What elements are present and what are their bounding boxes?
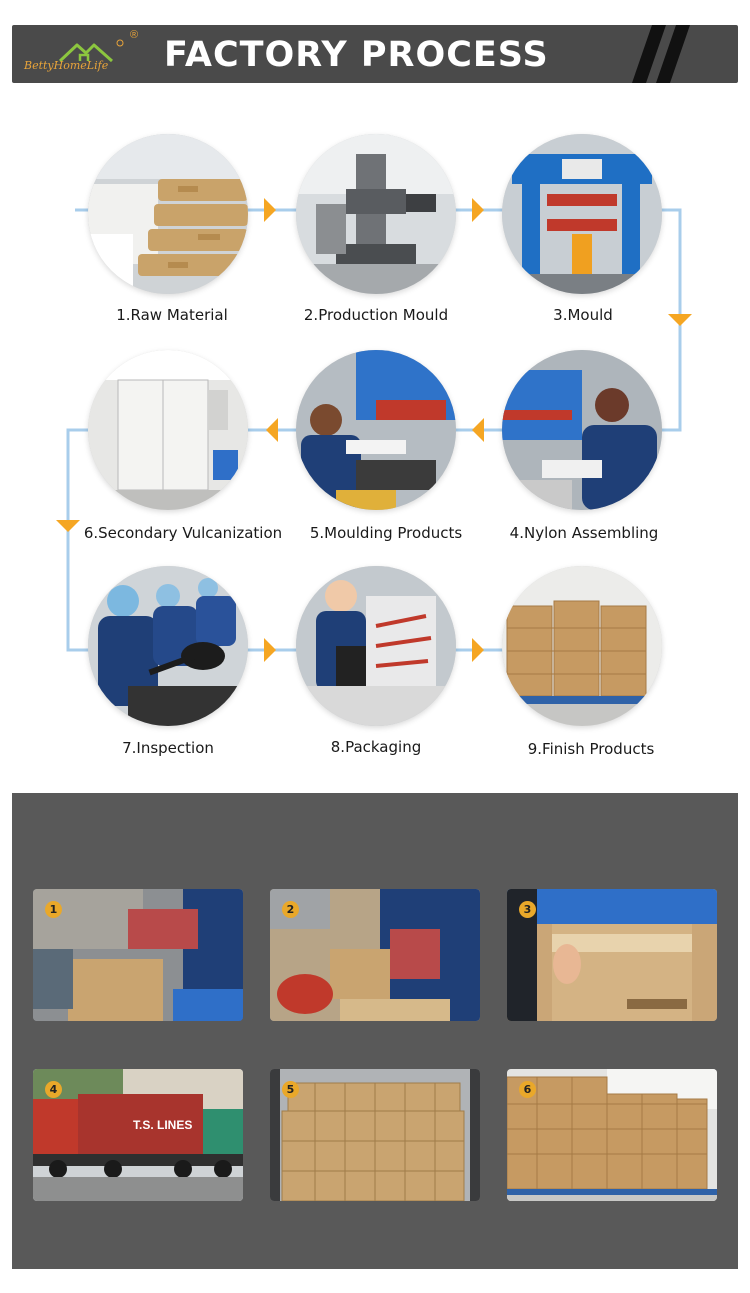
arrow-left-icon	[472, 418, 484, 442]
registered-mark: ®	[130, 29, 139, 41]
step-label: 6.Secondary Vulcanization	[83, 524, 283, 542]
step-2-photo	[296, 134, 456, 294]
step-label: 8.Packaging	[330, 738, 422, 756]
container-label: T.S. LINES	[133, 1118, 192, 1132]
arrow-left-icon	[266, 418, 278, 442]
arrow-right-icon	[264, 638, 276, 662]
step-label: 3.Mould	[553, 306, 613, 324]
arrow-right-icon	[472, 198, 484, 222]
packing-photos-panel: 1 2 3	[12, 793, 738, 1269]
factory-process-diagram: 1.Raw Material 2.Production Mould 3.Moul…	[0, 100, 750, 780]
step-label: 4.Nylon Assembling	[509, 524, 659, 542]
step-6-photo	[88, 350, 248, 510]
packing-photo-6: 6	[507, 1069, 717, 1201]
packing-photo-5: 5	[270, 1069, 480, 1201]
packing-photo-4: T.S. LINES 4	[33, 1069, 243, 1201]
step-8-photo	[296, 566, 456, 726]
arrow-down-icon	[56, 520, 80, 532]
arrow-down-icon	[668, 314, 692, 326]
step-label: 9.Finish Products	[527, 740, 655, 758]
brand-logo-text: BettyHomeLife	[24, 59, 109, 72]
step-label: 5.Moulding Products	[309, 524, 463, 542]
step-4-photo	[502, 350, 662, 510]
step-number-badge: 3	[519, 901, 536, 918]
step-7-photo	[88, 566, 248, 726]
step-label: 2.Production Mould	[303, 306, 449, 324]
decorative-stripes	[632, 25, 690, 83]
step-9-photo	[502, 566, 662, 726]
packing-photo-3: 3	[507, 889, 717, 1021]
step-number-badge: 1	[45, 901, 62, 918]
arrow-right-icon	[264, 198, 276, 222]
step-number-badge: 2	[282, 901, 299, 918]
page-title: FACTORY PROCESS	[164, 35, 549, 75]
packing-photo-2: 2	[270, 889, 480, 1021]
step-label: 1.Raw Material	[116, 306, 228, 324]
step-label: 7.Inspection	[122, 739, 214, 757]
step-number-badge: 5	[282, 1081, 299, 1098]
step-1-photo	[88, 134, 248, 294]
page-header: BettyHomeLife ® FACTORY PROCESS	[12, 25, 738, 83]
flow-connectors	[56, 198, 692, 662]
house-logo-icon	[58, 39, 124, 63]
step-number-badge: 6	[519, 1081, 536, 1098]
step-3-photo	[502, 134, 662, 294]
arrow-right-icon	[472, 638, 484, 662]
step-number-badge: 4	[45, 1081, 62, 1098]
step-5-photo	[296, 350, 456, 510]
packing-photo-1: 1	[33, 889, 243, 1021]
